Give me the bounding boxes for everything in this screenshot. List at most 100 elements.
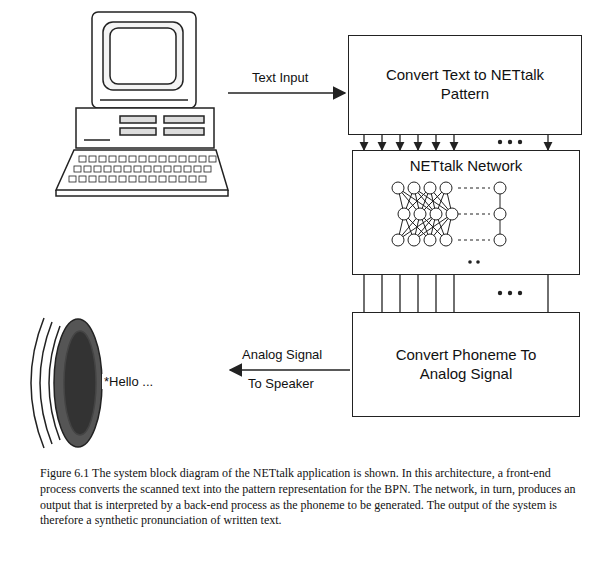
illustration-stroke <box>100 99 188 101</box>
illustration-stroke <box>110 28 176 84</box>
illustration-stroke <box>134 166 141 172</box>
illustration-stroke <box>494 208 506 220</box>
illustration-stroke <box>169 176 176 182</box>
signal-line <box>363 275 364 312</box>
signal-label: To Speaker <box>246 376 316 391</box>
illustration-stroke <box>84 166 91 172</box>
illustration-stroke <box>69 176 76 182</box>
network-illustration <box>392 182 506 246</box>
illustration-stroke <box>120 128 156 135</box>
signal-label: Text Input <box>250 70 310 85</box>
illustration-stroke <box>518 140 522 144</box>
illustration-stroke <box>199 156 206 162</box>
illustration-stroke <box>104 166 111 172</box>
signal-line <box>435 275 436 312</box>
illustration-stroke <box>458 188 490 189</box>
illustration-stroke <box>114 166 121 172</box>
network-box: NETtalk Network <box>352 150 580 275</box>
figure-caption: Figure 6.1 The system block diagram of t… <box>40 466 588 529</box>
illustration-stroke <box>468 260 472 264</box>
illustration-stroke <box>508 140 512 144</box>
illustration-stroke <box>129 176 136 182</box>
signal-line <box>453 275 454 312</box>
illustration-stroke <box>498 140 502 144</box>
illustration-stroke <box>424 182 436 194</box>
illustration-stroke <box>99 156 106 162</box>
illustration-stroke <box>139 156 146 162</box>
illustration-stroke <box>440 182 452 194</box>
illustration-stroke <box>494 234 506 246</box>
illustration-stroke <box>144 166 151 172</box>
illustration-stroke <box>189 176 196 182</box>
illustration-stroke <box>414 208 426 220</box>
illustration-stroke <box>498 291 502 295</box>
illustration-stroke <box>184 166 191 172</box>
illustration-stroke <box>124 166 131 172</box>
box-label: Convert Text to NETtalk Pattern <box>376 66 554 104</box>
signal-arrow <box>363 135 364 150</box>
signal-arrow <box>435 135 436 150</box>
illustration-stroke <box>94 166 101 172</box>
signal-line <box>381 275 382 312</box>
illustration-stroke <box>159 176 166 182</box>
illustration-stroke <box>89 156 96 162</box>
illustration-stroke <box>79 156 86 162</box>
illustration-stroke <box>458 214 490 215</box>
illustration-stroke <box>209 156 216 162</box>
illustration-stroke <box>164 166 171 172</box>
illustration-stroke <box>408 182 420 194</box>
illustration-stroke <box>408 234 420 246</box>
illustration-stroke <box>56 190 228 196</box>
illustration-stroke <box>129 156 136 162</box>
illustration-stroke <box>92 12 196 108</box>
illustration-stroke <box>120 116 156 123</box>
signal-line <box>547 275 548 312</box>
illustration-stroke <box>398 208 410 220</box>
illustration-stroke <box>164 116 204 123</box>
illustration-stroke <box>179 156 186 162</box>
illustration-stroke <box>430 208 442 220</box>
illustration-stroke <box>74 166 81 172</box>
signal-arrow <box>399 135 400 150</box>
illustration-stroke <box>164 128 204 135</box>
illustration-stroke <box>424 234 436 246</box>
illustration-stroke <box>103 22 183 90</box>
illustration-stroke <box>476 260 480 264</box>
illustration-stroke <box>69 156 216 182</box>
illustration-stroke <box>149 176 156 182</box>
illustration-stroke <box>89 176 96 182</box>
signal-arrow <box>381 135 382 150</box>
illustration-stroke <box>64 331 96 435</box>
illustration-stroke <box>169 156 176 162</box>
box-title: NETtalk Network <box>406 157 527 176</box>
signal-line <box>399 275 400 312</box>
illustration-stroke <box>194 166 201 172</box>
illustration-stroke <box>204 166 211 172</box>
speaker-illustration <box>31 318 102 448</box>
illustration-stroke <box>79 176 86 182</box>
illustration-stroke <box>40 322 52 444</box>
illustration-stroke <box>174 166 181 172</box>
illustration-stroke <box>392 234 404 246</box>
signal-line <box>417 275 418 312</box>
signal-arrow <box>453 135 454 150</box>
illustration-stroke <box>76 108 214 148</box>
illustration-stroke <box>518 291 522 295</box>
output-arrow <box>230 369 350 371</box>
illustration-stroke <box>179 176 186 182</box>
illustration-stroke <box>458 240 490 241</box>
illustration-stroke <box>199 176 206 182</box>
computer-illustration <box>56 12 228 196</box>
process-box: Convert Phoneme To Analog Signal <box>352 312 580 417</box>
illustration-stroke <box>56 150 228 190</box>
illustration-stroke <box>189 156 196 162</box>
illustration-stroke <box>494 182 506 194</box>
illustration-stroke <box>159 156 166 162</box>
illustration-stroke <box>446 208 458 220</box>
speech-text: *Hello ... <box>102 374 155 389</box>
illustration-stroke <box>119 156 126 162</box>
illustration-stroke <box>154 166 161 172</box>
illustration-stroke <box>149 156 156 162</box>
illustration-stroke <box>119 176 126 182</box>
illustration-stroke <box>139 176 146 182</box>
